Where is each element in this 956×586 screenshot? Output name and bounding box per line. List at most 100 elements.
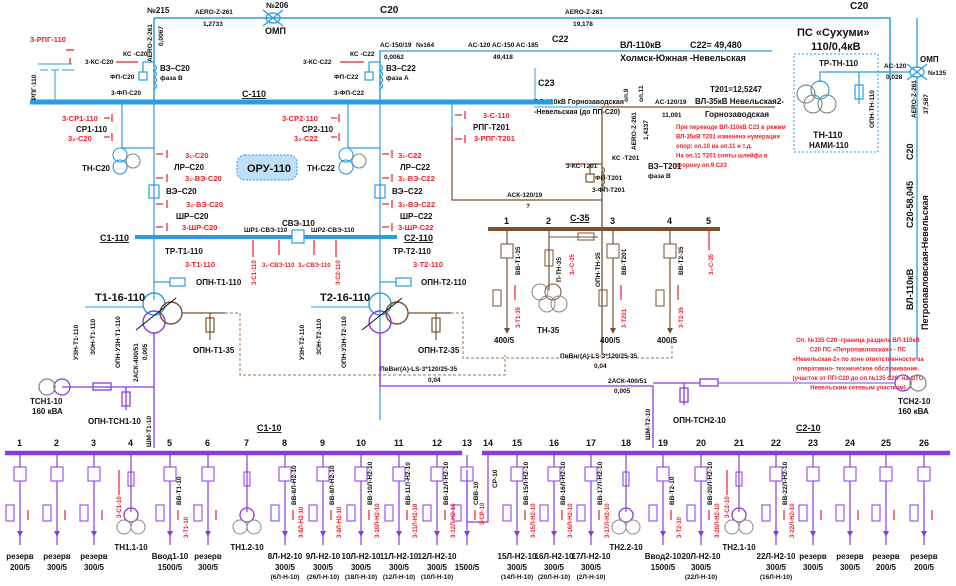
- breaker-icon[interactable]: [547, 466, 561, 482]
- ac120-right-label: AC-120: [884, 63, 907, 70]
- bus10-cell-17[interactable]: 17ВВ-17Л-Н2-103-17Л-Н2-1017Л-Н2-10300/5(…: [572, 438, 612, 581]
- len-2-label: 19,178: [573, 21, 593, 28]
- bus10-cell-9[interactable]: 9ВВ-9Л-Н2-103-9Л-Н2-109Л-Н2-10300/5(26Л-…: [306, 438, 343, 581]
- bus35-cell-5[interactable]: 53₂-С-35: [706, 216, 715, 275]
- breaker-icon[interactable]: [316, 466, 330, 482]
- c20-top-label: C20: [380, 5, 399, 16]
- breaker-icon[interactable]: [694, 466, 708, 482]
- arrow-icon: [698, 531, 704, 537]
- cable2-label: 2АСК-400/51: [608, 378, 647, 385]
- bus10-cell-20[interactable]: 20ВВ-20Л-Н2-103-20Л-Н2-1020Л-Н2-10300/5(…: [682, 438, 722, 581]
- faza-c20-label: фаза В: [160, 75, 183, 82]
- breaker-icon[interactable]: [606, 243, 620, 259]
- opn-icon: [452, 504, 462, 522]
- breaker-icon[interactable]: [584, 466, 598, 482]
- breaker-label: ВВ-Т1-35: [515, 246, 522, 275]
- cell-number: 2: [546, 216, 551, 226]
- fp-c20-label: ФП-С20: [110, 74, 135, 81]
- breaker-icon[interactable]: [843, 466, 857, 482]
- breaker-icon[interactable]: [656, 466, 670, 482]
- rpg-t201-label: РПГ-Т201: [473, 123, 510, 132]
- arrow-icon: [396, 531, 402, 537]
- breaker-icon[interactable]: [430, 466, 444, 482]
- breaker-label: ВВ-8Л-Н2-10: [291, 465, 298, 505]
- breaker-icon[interactable]: [510, 466, 524, 482]
- bus-c1-110-label: С1-110: [100, 233, 129, 243]
- ac150-label: AC-150/19: [380, 42, 412, 49]
- bus10-cell-16[interactable]: 16ВВ-16Л-Н2-103-16Л-Н2-1016Л-Н2-10300/5(…: [535, 438, 575, 581]
- vz-t201-label: ВЗ–Т201: [648, 162, 682, 171]
- cell-number: 7: [244, 438, 249, 448]
- cell-name: резерв: [910, 552, 938, 561]
- breaker-icon[interactable]: [879, 466, 893, 482]
- tsn1-icon-2: [38, 378, 56, 396]
- bus10-cell-12[interactable]: 12ВВ-12Л-Н2-103-12Л-Н2-1012Л-Н2-10300/5(…: [418, 438, 458, 581]
- bus10-cell-15[interactable]: 15ВВ-15Л-Н2-103-15Л-Н2-1015Л-Н2-10300/5(…: [498, 438, 538, 581]
- breaker-icon[interactable]: [392, 466, 406, 482]
- t2-transformer-icon[interactable]: [361, 292, 409, 334]
- bus10-cell-22[interactable]: 22ВВ-22Л-Н2-103-22Л-Н2-1022Л-Н2-10300/5(…: [757, 438, 797, 581]
- breaker-icon[interactable]: [163, 466, 177, 482]
- ps-voltage: 110/0,4кВ: [811, 41, 861, 53]
- sr-link: [466, 455, 489, 523]
- breaker-icon[interactable]: [87, 466, 101, 482]
- sve110-breaker[interactable]: [291, 229, 305, 244]
- ground-label: 3-20Л-Н2-10: [715, 503, 721, 538]
- breaker-label: ВВ-9Л-Н2-10: [329, 465, 336, 505]
- ct-label: 400/5: [657, 336, 678, 345]
- opn-icon: [502, 504, 512, 522]
- line-c20: [153, 17, 891, 380]
- bus10-cell-11[interactable]: 11ВВ-11Л-Н2-103-11Л-Н2-1011Л-Н2-10300/5(…: [380, 438, 419, 581]
- cell-name: 20Л-Н2-10: [682, 552, 722, 561]
- op11-label: оп.11: [638, 85, 645, 102]
- z1-c20-label: 3₁-С20: [185, 151, 209, 160]
- arrow-icon: [883, 531, 889, 537]
- cell-name: Ввод1-10: [152, 552, 189, 561]
- bus10-cell-10[interactable]: 10ВВ-10Л-Н2-103-10Л-Н2-1010Л-Н2-10300/5(…: [342, 438, 382, 581]
- breaker-icon[interactable]: [201, 466, 215, 482]
- bus10-cell-8[interactable]: 8ВВ-8Л-Н2-103-8Л-Н2-108Л-Н2-10300/5(6Л-Н…: [268, 438, 305, 581]
- cell-number: 1: [504, 216, 509, 226]
- tn-icon: [130, 519, 146, 535]
- tr-t2-label: ТР-Т2-110: [393, 247, 431, 256]
- breaker-icon[interactable]: [769, 466, 783, 482]
- ct-label: 300/5: [275, 563, 296, 572]
- note-t201-line: ВЛ-35кВ Т201 изменена нумерация: [676, 135, 780, 141]
- breaker-label: ВВ-20Л-Н2-10: [707, 461, 714, 505]
- breaker-icon[interactable]: [663, 243, 677, 259]
- opn-icon: [871, 504, 881, 522]
- breaker-icon[interactable]: [278, 466, 292, 482]
- ground-label: 3-Т2-35: [679, 306, 685, 328]
- cell-number: 11: [394, 438, 404, 448]
- ct-label: 200/5: [914, 563, 935, 572]
- breaker-icon[interactable]: [13, 466, 27, 482]
- breaker-icon[interactable]: [917, 466, 931, 482]
- breaker-icon[interactable]: [50, 466, 64, 482]
- pvvng1-label: ПвВнг(А)-LS-3*120/25-35: [380, 366, 457, 373]
- pvvng2-label: ПвВнг(А)-LS-3*120/25-35: [560, 353, 637, 360]
- ground-label: 3-СР-10: [480, 502, 486, 525]
- breaker-icon[interactable]: [806, 466, 820, 482]
- breaker-icon[interactable]: [354, 466, 368, 482]
- breaker-icon[interactable]: [500, 243, 514, 259]
- shm-t1-label: ШМ-Т1-10: [146, 416, 153, 447]
